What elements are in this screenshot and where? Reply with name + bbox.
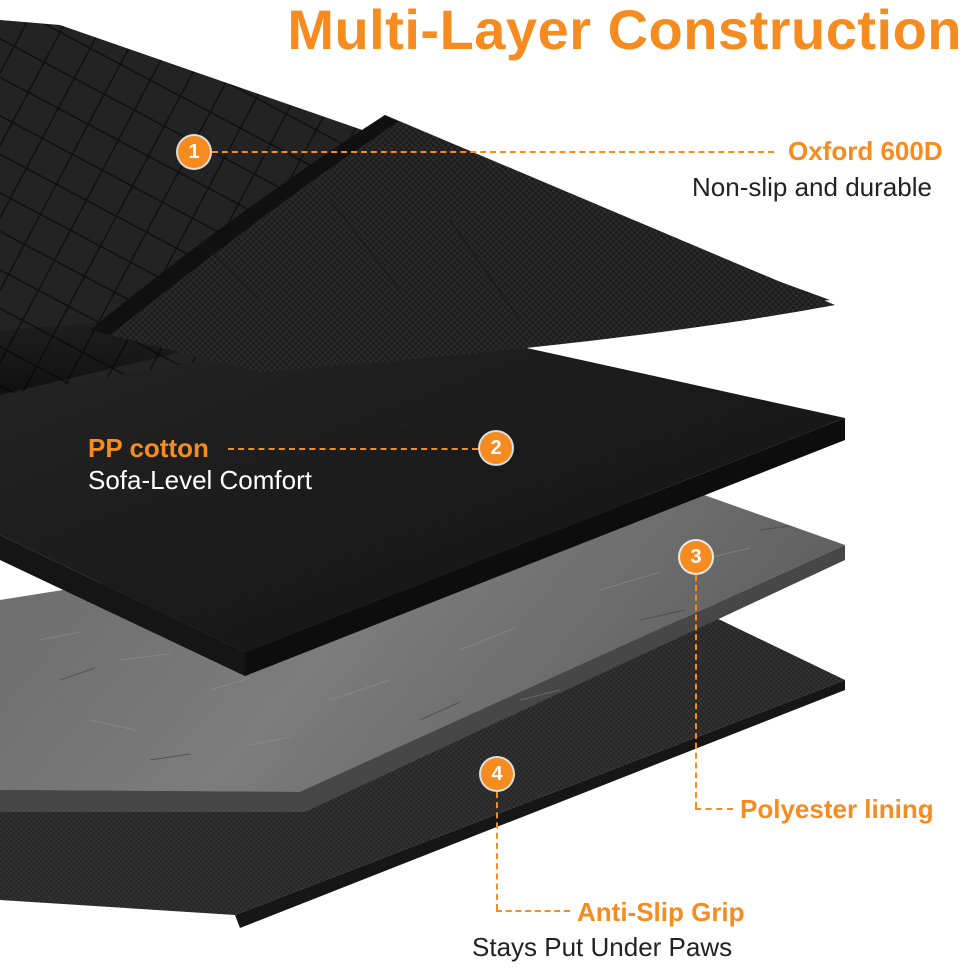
layer-2-leader-line bbox=[228, 448, 478, 450]
layer-2-name: PP cotton bbox=[88, 433, 209, 463]
layer-pp-cotton bbox=[0, 330, 845, 676]
layer-1-description: Non-slip and durable bbox=[692, 172, 932, 202]
layer-1-leader-line bbox=[212, 151, 774, 153]
layer-2-number-badge: 2 bbox=[480, 432, 512, 464]
layer-3-number-badge: 3 bbox=[680, 541, 712, 573]
layer-2-description: Sofa-Level Comfort bbox=[88, 465, 312, 495]
layer-1-name: Oxford 600D bbox=[788, 136, 943, 166]
layer-3-leader-line-horizontal bbox=[695, 808, 733, 810]
layer-4-number-badge: 4 bbox=[481, 758, 513, 790]
layer-4-leader-line-horizontal bbox=[496, 910, 570, 912]
layer-3-leader-line-vertical bbox=[695, 575, 697, 808]
layer-4-description: Stays Put Under Paws bbox=[472, 932, 733, 962]
layer-4-leader-line-vertical bbox=[496, 792, 498, 910]
page-title: Multi-Layer Construction bbox=[287, 0, 962, 61]
layer-oxford-600d bbox=[0, 20, 835, 395]
layer-1-number-badge: 1 bbox=[178, 136, 210, 168]
layer-3-name: Polyester lining bbox=[740, 794, 934, 824]
layer-4-name: Anti-Slip Grip bbox=[577, 897, 745, 927]
